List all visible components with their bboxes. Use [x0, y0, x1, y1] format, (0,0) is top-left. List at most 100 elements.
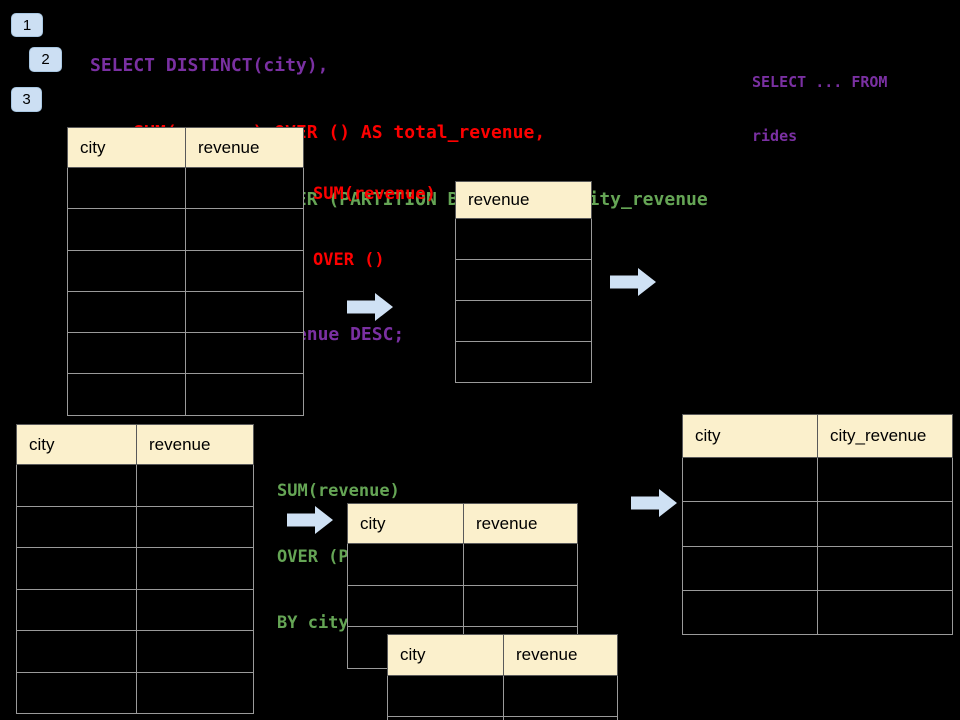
- table-cell-empty: [67, 290, 186, 334]
- table-row: [67, 208, 304, 251]
- table-row: [67, 290, 304, 334]
- table-cell-empty: [136, 671, 254, 714]
- table-row: [67, 166, 304, 210]
- table-cell-empty: [67, 208, 186, 251]
- right-arrow-icon: [631, 489, 677, 517]
- table-row: [387, 716, 618, 720]
- table-cell-empty: [682, 545, 818, 591]
- table-cell-empty: [16, 464, 137, 507]
- table-row: [67, 373, 304, 416]
- right-arrow-icon: [287, 506, 333, 534]
- label-line: SUM(revenue): [313, 184, 436, 204]
- column-header-city: city: [67, 127, 186, 168]
- table-cell-empty: [463, 584, 578, 628]
- table-cell-empty: [136, 547, 254, 590]
- table-row: [682, 589, 953, 636]
- table-cell-empty: [387, 675, 504, 717]
- table-cell-empty: [455, 218, 592, 260]
- table-row: [455, 300, 592, 342]
- table-cell-empty: [347, 543, 464, 586]
- table-row: [16, 630, 254, 673]
- table-row: [455, 218, 592, 260]
- column-header-city_revenue: city_revenue: [817, 414, 953, 458]
- table-cell-empty: [136, 630, 254, 673]
- step-badge-1: 1: [11, 13, 43, 37]
- label-line: BY city): [277, 613, 359, 633]
- column-header-revenue: revenue: [185, 127, 304, 168]
- right-arrow-icon: [610, 268, 656, 296]
- table-cell-empty: [817, 589, 953, 636]
- sql-code-line-select: SELECT DISTINCT(city),: [90, 54, 329, 76]
- table-cell-empty: [136, 588, 254, 631]
- column-header-revenue: revenue: [455, 181, 592, 219]
- table-cell-empty: [387, 716, 504, 720]
- table-row: [387, 675, 618, 717]
- table-cell-empty: [817, 456, 953, 503]
- column-header-revenue: revenue: [503, 634, 618, 676]
- table-cell-empty: [185, 208, 304, 251]
- table-total-revenue-column: revenue: [455, 181, 592, 383]
- column-header-city: city: [682, 414, 818, 458]
- table-cell-empty: [16, 630, 137, 673]
- column-header-revenue: revenue: [136, 424, 254, 465]
- side-note-line: rides: [752, 127, 798, 145]
- table-cell-empty: [16, 547, 137, 590]
- step-badge-3: 3: [11, 87, 42, 112]
- side-note-line: SELECT ... FROM: [752, 73, 888, 91]
- table-row: [455, 259, 592, 301]
- table-cell-empty: [185, 290, 304, 334]
- table-cell-empty: [503, 675, 618, 717]
- table-row: [16, 547, 254, 590]
- table-cell-empty: [136, 505, 254, 548]
- table-cell-empty: [185, 249, 304, 292]
- table-cell-empty: [185, 166, 304, 210]
- table-cell-empty: [463, 543, 578, 586]
- table-row: [16, 464, 254, 507]
- table-row: [16, 505, 254, 548]
- table-cell-empty: [16, 671, 137, 714]
- column-header-city: city: [387, 634, 504, 676]
- table-header-row: revenue: [455, 181, 592, 219]
- table-cell-empty: [16, 588, 137, 631]
- table-cell-empty: [185, 373, 304, 416]
- table-row: [16, 671, 254, 714]
- table-row: [682, 456, 953, 503]
- table-row: [682, 501, 953, 547]
- table-row: [347, 543, 578, 586]
- right-arrow-icon: [347, 293, 393, 321]
- table-row: [67, 332, 304, 375]
- table-row: [16, 588, 254, 631]
- table-cell-empty: [185, 332, 304, 375]
- table-cell-empty: [817, 545, 953, 591]
- column-header-city: city: [347, 503, 464, 544]
- table-cell-empty: [67, 332, 186, 375]
- column-header-city: city: [16, 424, 137, 465]
- table-cell-empty: [347, 584, 464, 628]
- table-cell-empty: [16, 505, 137, 548]
- table-cell-empty: [682, 589, 818, 636]
- table-cell-empty: [503, 716, 618, 720]
- label-line: OVER (): [313, 250, 385, 270]
- label-sum-over-total: SUM(revenue) OVER (): [313, 139, 436, 315]
- table-row: [682, 545, 953, 591]
- table-cell-empty: [455, 341, 592, 383]
- table-cell-empty: [67, 166, 186, 210]
- step-badge-2: 2: [29, 47, 62, 72]
- label-line: SUM(revenue): [277, 481, 400, 501]
- table-row: [67, 249, 304, 292]
- table-row: [455, 341, 592, 383]
- table-cell-empty: [682, 501, 818, 547]
- table-row: [347, 584, 578, 628]
- side-note-select-from-rides: SELECT ... FROM rides: [752, 37, 887, 181]
- table-cell-empty: [455, 300, 592, 342]
- column-header-revenue: revenue: [463, 503, 578, 544]
